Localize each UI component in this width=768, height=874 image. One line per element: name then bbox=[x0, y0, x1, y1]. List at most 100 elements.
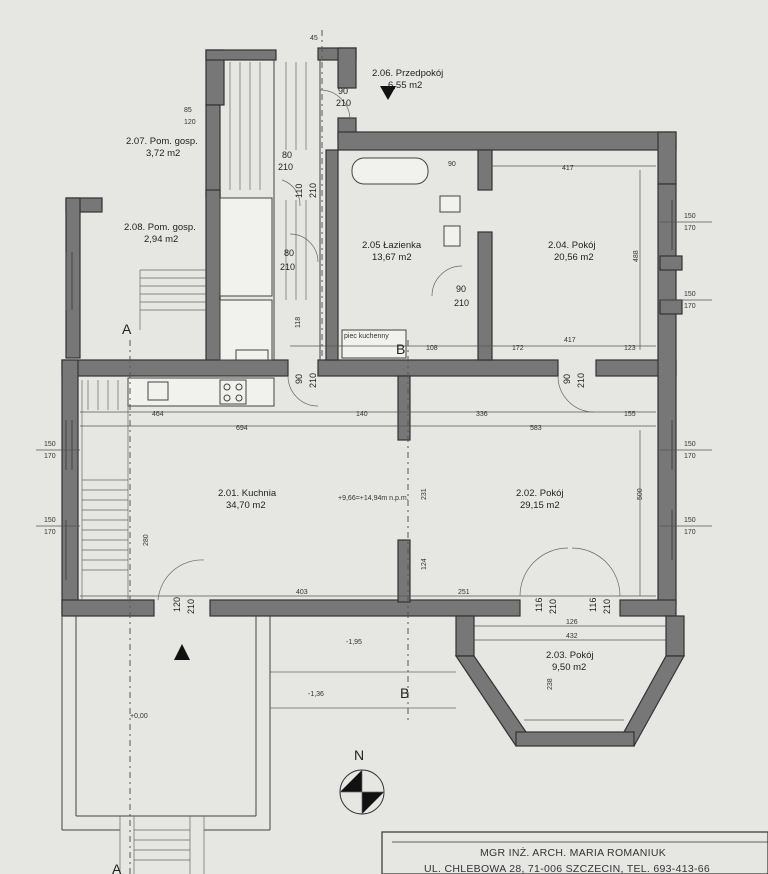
door-bay2-h: 210 bbox=[602, 599, 612, 614]
room-206-area: 6,55 m2 bbox=[388, 80, 422, 91]
section-b-bottom: B bbox=[400, 685, 409, 701]
room-207-area: 3,72 m2 bbox=[146, 148, 180, 159]
dim-583: 583 bbox=[530, 425, 542, 432]
dim-172: 172 bbox=[512, 345, 524, 352]
room-202-area: 29,15 m2 bbox=[520, 500, 560, 511]
level-bottom: +0,00 bbox=[130, 713, 148, 720]
dim-45: 45 bbox=[310, 35, 318, 42]
door-entrance-h: 210 bbox=[336, 98, 351, 108]
dim-118: 118 bbox=[295, 317, 302, 328]
wall-170-right-3: 170 bbox=[684, 453, 696, 460]
room-204-area: 20,56 m2 bbox=[554, 252, 594, 263]
wall-150-right-1: 150 bbox=[684, 213, 696, 220]
door-entrance-w: 90 bbox=[338, 86, 348, 96]
wall-170-left-1: 170 bbox=[44, 453, 56, 460]
level-ground: -1,36 bbox=[308, 691, 324, 698]
room-205-area: 13,67 m2 bbox=[372, 252, 412, 263]
north-arrow-icon bbox=[340, 770, 362, 792]
door-bath-h: 210 bbox=[454, 298, 469, 308]
dim-403: 403 bbox=[296, 589, 308, 596]
title-block: MGR INŻ. ARCH. MARIA ROMANIUK UL. CHLEBO… bbox=[381, 831, 768, 874]
door-202-h: 210 bbox=[576, 373, 586, 388]
room-204-name: 2.04. Pokój bbox=[548, 240, 596, 251]
dim-488: 488 bbox=[633, 250, 640, 262]
door-kitchen-h: 210 bbox=[308, 373, 318, 388]
dim-417: 417 bbox=[562, 165, 574, 172]
wall-170-left-2: 170 bbox=[44, 529, 56, 536]
door-bath-w: 90 bbox=[456, 284, 466, 294]
walls bbox=[61, 47, 686, 748]
door-exit-w: 120 bbox=[172, 597, 182, 612]
door-bay2-w: 116 bbox=[588, 598, 598, 612]
dim-90: 90 bbox=[448, 161, 456, 168]
room-201-area: 34,70 m2 bbox=[226, 500, 266, 511]
section-a-top: A bbox=[122, 321, 132, 337]
section-b-mid: B bbox=[396, 341, 405, 357]
dimensions: 464 694 140 336 583 155 417 417 172 123 … bbox=[36, 35, 712, 690]
dim-238: 238 bbox=[547, 678, 554, 690]
dim-108: 108 bbox=[426, 345, 438, 352]
room-206-name: 2.06. Przedpokój bbox=[372, 68, 443, 79]
kitchen-stove-note: piec kuchenny bbox=[344, 333, 389, 340]
dim-694: 694 bbox=[236, 425, 248, 432]
dim-280: 280 bbox=[143, 534, 150, 546]
dim-336: 336 bbox=[476, 411, 488, 418]
wall-150-right-2: 150 bbox=[684, 291, 696, 298]
north-arrow: N bbox=[339, 747, 385, 815]
door-exit-h: 210 bbox=[186, 599, 196, 614]
door-207-h: 210 bbox=[278, 162, 293, 172]
room-203-name: 2.03. Pokój bbox=[546, 650, 594, 661]
dim-464: 464 bbox=[152, 411, 164, 418]
dim-140: 140 bbox=[356, 411, 368, 418]
title-architect: MGR INŻ. ARCH. MARIA ROMANIUK bbox=[480, 846, 666, 859]
door-202-w: 90 bbox=[562, 374, 572, 384]
wall-150-left-2: 150 bbox=[44, 517, 56, 524]
dim-231: 231 bbox=[421, 488, 428, 500]
room-208-name: 2.08. Pom. gosp. bbox=[124, 222, 196, 233]
dim-155: 155 bbox=[624, 411, 636, 418]
level-marks: +9,66=+14,94m n.p.m. -1,95 -1,36 +0,00 p… bbox=[130, 333, 409, 720]
section-a-bottom-arrow bbox=[174, 644, 190, 660]
dim-123: 123 bbox=[624, 345, 636, 352]
wall-150-right-4: 150 bbox=[684, 517, 696, 524]
door-208-w: 80 bbox=[284, 248, 294, 258]
wall-150-left-1: 150 bbox=[44, 441, 56, 448]
level-terrace: -1,95 bbox=[346, 639, 362, 646]
title-address: UL. CHLEBOWA 28, 71-006 SZCZECIN, TEL. 6… bbox=[424, 863, 710, 874]
dim-417b: 417 bbox=[564, 337, 576, 344]
room-201-name: 2.01. Kuchnia bbox=[218, 488, 277, 499]
dim-500: 500 bbox=[637, 488, 644, 500]
door-208v-h: 210 bbox=[308, 183, 318, 198]
section-a-bottom: A bbox=[112, 861, 122, 874]
room-203-area: 9,50 m2 bbox=[552, 662, 586, 673]
wall-170-right-2: 170 bbox=[684, 303, 696, 310]
dim-126: 126 bbox=[566, 619, 578, 626]
dim-85: 85 bbox=[184, 107, 192, 114]
door-labels: 90 210 90 210 80 210 80 210 110 210 90 2… bbox=[172, 86, 612, 614]
door-kitchen-w: 90 bbox=[294, 374, 304, 384]
section-markers: A B B A bbox=[112, 86, 409, 874]
door-207-w: 80 bbox=[282, 150, 292, 160]
door-208-h: 210 bbox=[280, 262, 295, 272]
dim-432: 432 bbox=[566, 633, 578, 640]
door-bay1-h: 210 bbox=[548, 599, 558, 614]
dim-120: 120 bbox=[184, 119, 196, 126]
room-202-name: 2.02. Pokój bbox=[516, 488, 564, 499]
door-bay1-w: 116 bbox=[534, 598, 544, 612]
door-208v-w: 110 bbox=[294, 184, 304, 198]
door-swings bbox=[157, 89, 621, 601]
level-main: +9,66=+14,94m n.p.m. bbox=[338, 495, 409, 502]
wall-150-right-3: 150 bbox=[684, 441, 696, 448]
windows-and-partitions bbox=[61, 30, 673, 874]
room-labels: 2.06. Przedpokój 6,55 m2 2.07. Pom. gosp… bbox=[124, 68, 596, 673]
dim-124: 124 bbox=[421, 558, 428, 570]
wall-170-right-1: 170 bbox=[684, 225, 696, 232]
room-208-area: 2,94 m2 bbox=[144, 234, 178, 245]
room-205-name: 2.05 Łazienka bbox=[362, 240, 422, 251]
dim-251: 251 bbox=[458, 589, 470, 596]
north-label: N bbox=[354, 747, 364, 763]
room-207-name: 2.07. Pom. gosp. bbox=[126, 136, 198, 147]
section-b-top-arrow bbox=[380, 86, 396, 100]
wall-170-right-4: 170 bbox=[684, 529, 696, 536]
